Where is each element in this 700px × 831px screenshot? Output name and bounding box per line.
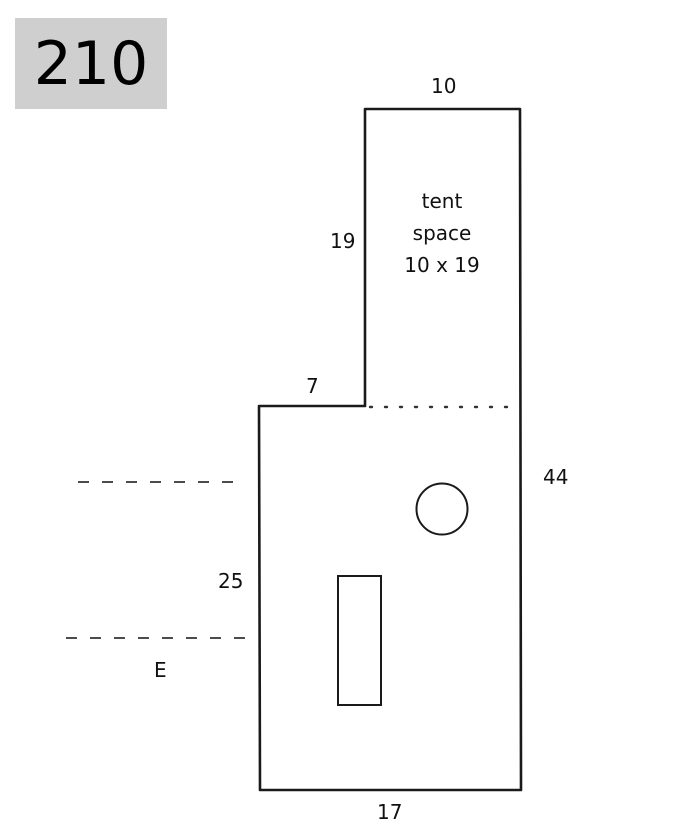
tent-space-line2: space xyxy=(413,221,472,245)
tent-space-line1: tent xyxy=(422,189,463,213)
dimension-tent-top: 10 xyxy=(431,74,456,98)
site-outline xyxy=(257,107,523,792)
fire-ring xyxy=(415,482,469,536)
tent-space-line3: 10 x 19 xyxy=(404,253,479,277)
dimension-tent-side: 19 xyxy=(330,229,355,253)
dimension-right-side: 44 xyxy=(543,465,568,489)
dimension-step: 7 xyxy=(306,374,319,398)
dimension-bottom: 17 xyxy=(377,800,402,824)
entrance-label: E xyxy=(154,658,167,682)
site-number-badge: 210 xyxy=(15,18,167,109)
picnic-table xyxy=(337,575,382,706)
dimension-left-side: 25 xyxy=(218,569,243,593)
site-number: 210 xyxy=(33,28,149,99)
